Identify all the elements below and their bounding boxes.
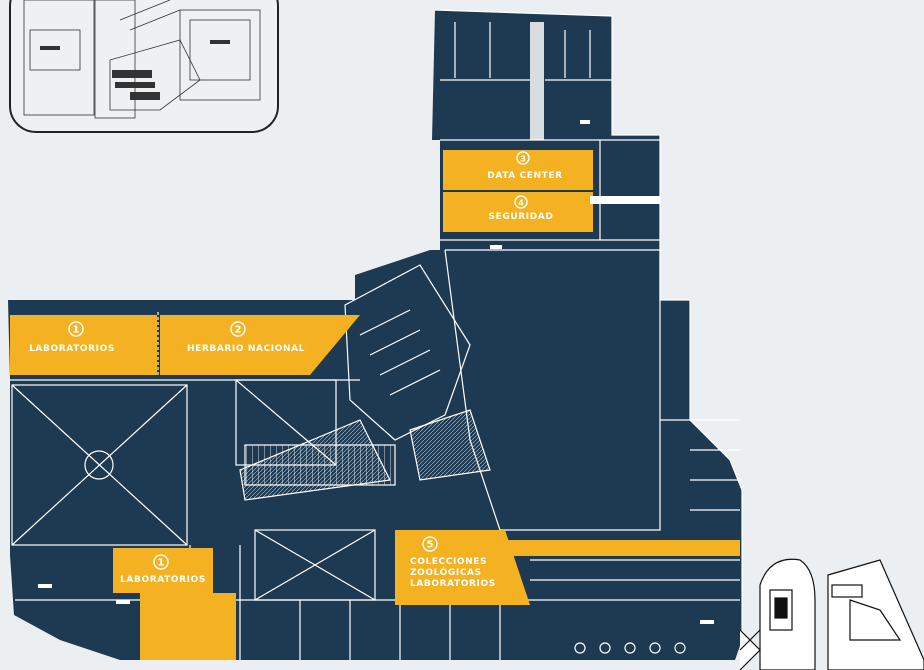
zone-number: 1 [158, 558, 165, 569]
zone-label-line-3: LABORATORIOS [410, 579, 496, 589]
zone-seguridad[interactable]: 4 SEGURIDAD [443, 192, 660, 232]
key-map-inset [9, 0, 279, 133]
zone-label: LABORATORIOS [120, 575, 206, 585]
zone-number: 3 [520, 155, 526, 164]
zone-number: 2 [235, 325, 242, 336]
small-annotations [38, 120, 714, 624]
zone-label: SEGURIDAD [489, 212, 554, 222]
zone-label-line-1: COLECCIONES [410, 557, 487, 567]
zone-number: 5 [427, 540, 434, 551]
interior-walls [10, 22, 740, 660]
zone-datacenter[interactable]: 3 DATA CENTER [443, 150, 593, 190]
zone-label: LABORATORIOS [29, 344, 115, 354]
zone-label-line-2: ZOOLÓGICAS [410, 566, 482, 578]
zone-labs-top[interactable]: 1 LABORATORIOS [10, 315, 157, 375]
zone-label: DATA CENTER [487, 171, 562, 181]
zone-number: 1 [73, 325, 80, 336]
zone-label: HERBARIO NACIONAL [187, 344, 305, 354]
zone-number: 4 [518, 199, 524, 208]
zone-herbario[interactable]: 2 HERBARIO NACIONAL [160, 315, 360, 375]
zone-labs-bottom[interactable]: 1 LABORATORIOS [113, 548, 236, 660]
zone-colecciones[interactable]: 5 COLECCIONES ZOOLÓGICAS LABORATORIOS [395, 530, 740, 605]
location-key-map [739, 558, 924, 670]
